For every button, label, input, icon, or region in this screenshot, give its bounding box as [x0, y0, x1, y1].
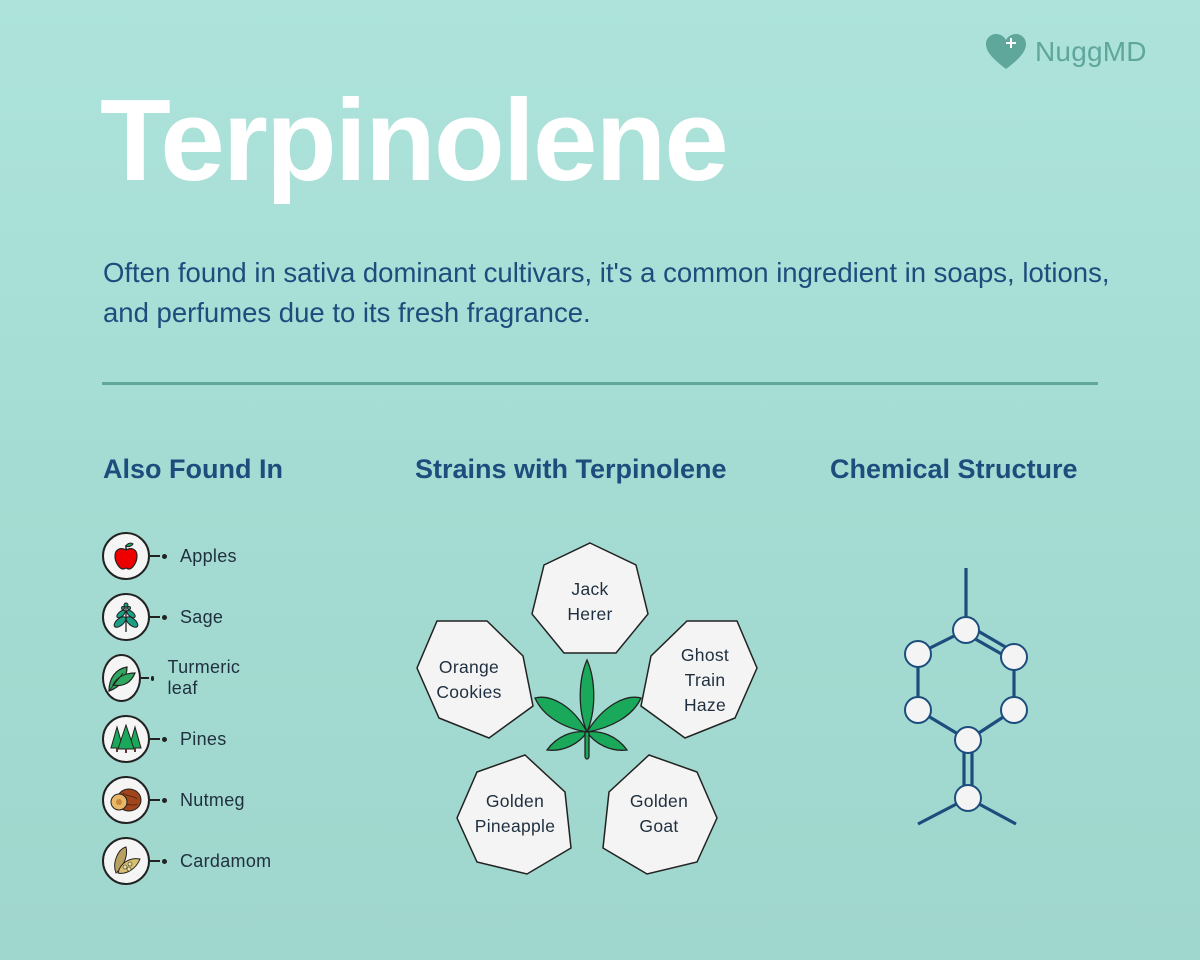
list-item: Turmeric leaf — [102, 654, 253, 702]
nutmeg-icon — [102, 776, 150, 824]
page-title: Terpinolene — [100, 75, 729, 205]
strain-badge: Ghost Train Haze — [637, 618, 761, 742]
strain-label: Orange Cookies — [436, 657, 502, 702]
strain-badge: Jack Herer — [528, 540, 652, 664]
list-item: Pines — [102, 715, 227, 763]
cardamom-icon — [102, 837, 150, 885]
list-item: Cardamom — [102, 837, 271, 885]
strain-badge: Golden Pineapple — [453, 752, 577, 876]
brand-logo: NuggMD — [985, 33, 1147, 71]
found-in-label: Nutmeg — [180, 789, 245, 810]
cannabis-leaf-icon — [534, 658, 642, 760]
structure-heading: Chemical Structure — [830, 454, 1078, 484]
found-in-label: Turmeric leaf — [167, 657, 241, 698]
strain-badge: Orange Cookies — [413, 618, 537, 742]
found-in-label: Cardamom — [180, 850, 272, 871]
strain-badge: Golden Goat — [597, 752, 721, 876]
apple-icon — [102, 532, 150, 580]
list-item: Sage — [102, 593, 223, 641]
found-in-label: Apples — [180, 545, 237, 566]
pine-trees-icon — [102, 715, 150, 763]
strain-label: Golden Pineapple — [474, 791, 556, 836]
turmeric-leaf-icon — [102, 654, 141, 702]
list-item: Nutmeg — [102, 776, 245, 824]
found-in-heading: Also Found In — [103, 454, 283, 484]
found-in-label: Pines — [180, 728, 227, 749]
sage-icon — [102, 593, 150, 641]
strain-label: Golden Goat — [629, 791, 689, 836]
divider — [102, 382, 1098, 385]
list-item: Apples — [102, 532, 237, 580]
heart-plus-icon — [986, 34, 1026, 69]
strains-heading: Strains with Terpinolene — [415, 454, 727, 484]
description: Often found in sativa dominant cultivars… — [103, 257, 1110, 328]
strain-label: Jack Herer — [567, 579, 613, 624]
strain-label: Ghost Train Haze — [680, 644, 730, 715]
brand-name: NuggMD — [1035, 36, 1147, 67]
terpinolene-molecule-icon — [904, 568, 1028, 826]
found-in-label: Sage — [180, 606, 224, 627]
strains-diagram: Jack Herer Ghost Train Haze Golden Goat … — [405, 540, 775, 880]
